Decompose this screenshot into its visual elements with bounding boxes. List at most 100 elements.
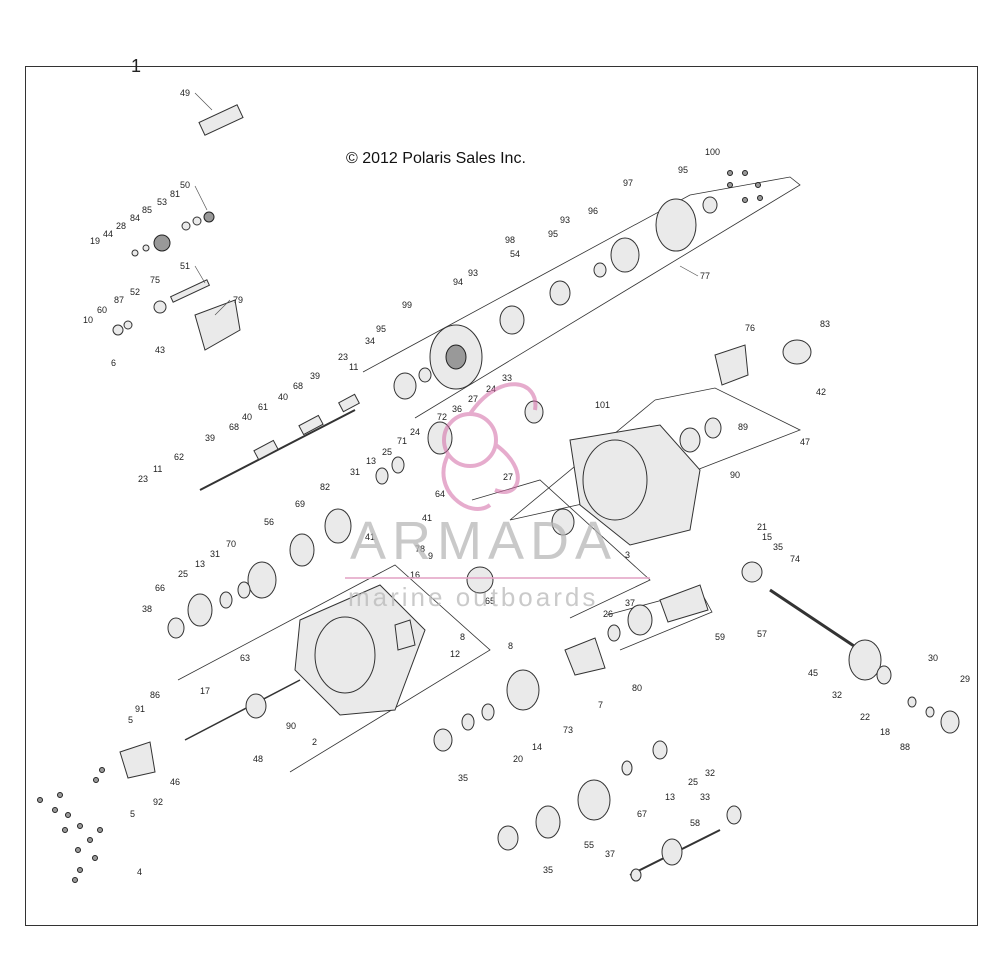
shift-parts [112,104,244,351]
callout-89: 89 [738,422,748,432]
diagram-frame [25,66,978,926]
callout-97: 97 [623,178,633,188]
callout-17: 17 [200,686,210,696]
callout-79: 79 [233,295,243,305]
output-shaft [741,561,960,734]
callout-13c: 13 [665,792,675,802]
callout-48: 48 [253,754,263,764]
watermark-brand: ARMADA [350,511,618,571]
callout-95b: 95 [548,229,558,239]
callout-32: 32 [832,690,842,700]
callout-20: 20 [513,754,523,764]
callout-87: 87 [114,295,124,305]
callout-73: 73 [563,725,573,735]
callout-22: 22 [860,712,870,722]
callout-3: 3 [625,550,630,560]
callout-69: 69 [295,499,305,509]
fork-shaft [199,393,360,491]
callout-88: 88 [900,742,910,752]
callout-90b: 90 [286,721,296,731]
callout-99: 99 [402,300,412,310]
callout-77: 77 [700,271,710,281]
callout-86: 86 [150,690,160,700]
callout-21: 21 [757,522,767,532]
callout-24b: 24 [410,427,420,437]
callout-67: 67 [637,809,647,819]
callout-57: 57 [757,629,767,639]
callout-75: 75 [150,275,160,285]
callout-45: 45 [808,668,818,678]
callout-52: 52 [130,287,140,297]
callout-23: 23 [338,352,348,362]
callout-100: 100 [705,147,720,157]
callout-47: 47 [800,437,810,447]
callout-23b: 23 [138,474,148,484]
callout-66: 66 [155,583,165,593]
callout-25b: 25 [178,569,188,579]
callout-50: 50 [180,180,190,190]
callout-63: 63 [240,653,250,663]
callout-5: 5 [128,715,133,725]
callout-19: 19 [90,236,100,246]
callout-70: 70 [226,539,236,549]
callout-9: 9 [428,551,433,561]
callout-68b: 68 [229,422,239,432]
callout-98: 98 [505,235,515,245]
callout-40b: 40 [242,412,252,422]
callout-2: 2 [312,737,317,747]
gearcase-housings [294,417,722,716]
callout-95: 95 [678,165,688,175]
callout-13: 13 [366,456,376,466]
callout-31: 31 [350,467,360,477]
callout-72: 72 [437,412,447,422]
callout-34: 34 [365,336,375,346]
callout-93: 93 [560,215,570,225]
callout-39: 39 [310,371,320,381]
callout-25c: 25 [688,777,698,787]
callout-32b: 32 [705,768,715,778]
copyright-notice: © 2012 Polaris Sales Inc. [346,150,526,167]
callout-62: 62 [174,452,184,462]
callout-36: 36 [452,404,462,414]
callout-12: 12 [450,649,460,659]
callout-35c: 35 [543,865,553,875]
callout-78: 78 [415,544,425,554]
callout-4: 4 [137,867,142,877]
callout-60: 60 [97,305,107,315]
callout-33: 33 [502,373,512,383]
callout-96: 96 [588,206,598,216]
sheet-number: 1 [131,56,142,76]
callout-16: 16 [410,570,420,580]
callout-15: 15 [762,532,772,542]
callout-27: 27 [468,394,478,404]
callout-91: 91 [135,704,145,714]
callout-94: 94 [453,277,463,287]
callout-27b: 27 [503,472,513,482]
callout-11b: 11 [153,464,162,474]
callout-39b: 39 [205,433,215,443]
callout-18: 18 [880,727,890,737]
callout-29: 29 [960,674,970,684]
callout-84: 84 [130,213,140,223]
callout-56: 56 [264,517,274,527]
callout-51: 51 [180,261,190,271]
callout-8b: 8 [508,641,513,651]
callout-37b: 37 [605,849,615,859]
callout-58: 58 [690,818,700,828]
callout-40: 40 [278,392,288,402]
callout-35b: 35 [458,773,468,783]
callout-81: 81 [170,189,180,199]
callout-93b: 93 [468,268,478,278]
callout-54: 54 [510,249,520,259]
gear-row-upper [393,196,718,400]
callout-35: 35 [773,542,783,552]
gear-row-lower [119,584,742,882]
callout-5b: 5 [130,809,135,819]
callout-30: 30 [928,653,938,663]
callout-68: 68 [293,381,303,391]
callout-25: 25 [382,447,392,457]
callout-28: 28 [116,221,126,231]
bolt-cluster [37,170,763,883]
watermark-tagline: marine outboards [348,582,599,612]
